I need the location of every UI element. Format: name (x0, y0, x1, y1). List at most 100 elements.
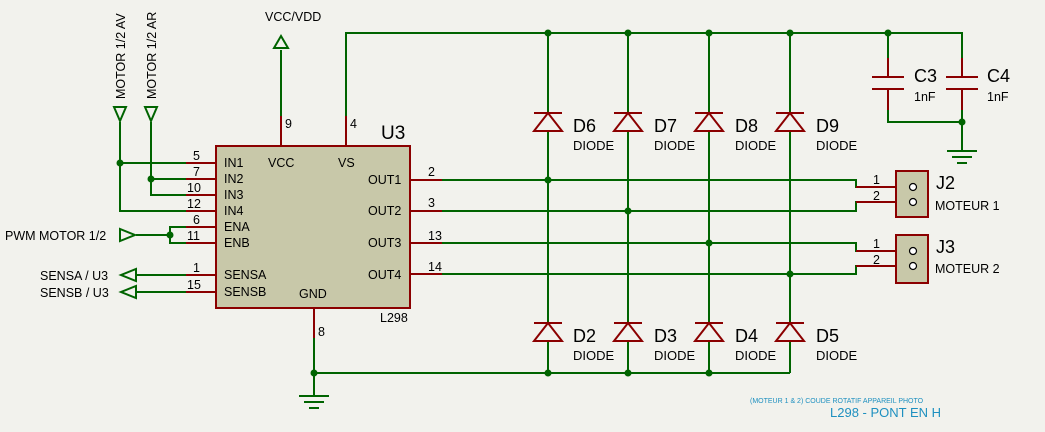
connector-label: MOTEUR 2 (935, 262, 1000, 276)
wire-out3 (442, 242, 878, 252)
diode-d8[interactable]: D8 DIODE (692, 111, 777, 153)
wire-out1 (442, 179, 878, 188)
gnd-symbol-main (299, 395, 329, 409)
pin-name-in3: IN3 (224, 188, 244, 202)
capacitor-c3[interactable]: C3 1nF (872, 58, 937, 110)
terminal-motor-ar-label: MOTOR 1/2 AR (145, 12, 159, 99)
diode-d5[interactable]: D5 DIODE (773, 321, 858, 363)
pin-name-ena: ENA (224, 220, 250, 234)
pin-num: 9 (285, 117, 292, 131)
terminal-sensb[interactable]: SENSB / U3 (40, 284, 137, 300)
diode-d6[interactable]: D6 DIODE (531, 111, 615, 153)
wire-out2 (442, 201, 878, 212)
terminal-pwm-label: PWM MOTOR 1/2 (5, 229, 106, 243)
diode-ref: D6 (573, 116, 596, 136)
capacitor-value: 1nF (914, 90, 936, 104)
terminal-pwm[interactable]: PWM MOTOR 1/2 (5, 227, 138, 243)
diode-icon (773, 111, 807, 132)
wire-vs-rail (345, 32, 963, 116)
pin-num: 12 (187, 197, 201, 211)
terminal-sensa[interactable]: SENSA / U3 (40, 267, 137, 283)
pin-name-vs: VS (338, 156, 355, 170)
pin-num: 5 (193, 149, 200, 163)
diode-d2[interactable]: D2 DIODE (531, 321, 615, 363)
diode-ref: D3 (654, 326, 677, 346)
pin-name-out2: OUT2 (368, 204, 401, 218)
connector-ref: J2 (936, 173, 955, 193)
pin-num: 8 (318, 325, 325, 339)
pin-num: 3 (428, 196, 435, 210)
diode-ref: D4 (735, 326, 758, 346)
pin-num: 4 (350, 117, 357, 131)
junction (166, 231, 174, 239)
junction (786, 29, 794, 37)
junction (705, 239, 713, 247)
diode-d4[interactable]: D4 DIODE (692, 321, 777, 363)
junction (544, 176, 552, 184)
gnd-symbol-caps (947, 150, 977, 164)
ic-body (215, 145, 411, 309)
diode-icon (531, 321, 565, 342)
terminal-motor-ar[interactable]: MOTOR 1/2 AR (143, 12, 159, 124)
vcc-power-symbol[interactable]: VCC/VDD (265, 10, 321, 49)
diode-icon (611, 321, 645, 342)
capacitor-c4[interactable]: C4 1nF (946, 58, 1010, 110)
diode-d3[interactable]: D3 DIODE (611, 321, 696, 363)
terminal-sensb-label: SENSB / U3 (40, 286, 109, 300)
pin-num: 7 (193, 165, 200, 179)
pin-num: 14 (428, 260, 442, 274)
diode-icon (531, 111, 565, 132)
junction (884, 29, 892, 37)
pin-num: 11 (187, 229, 200, 243)
ic-pins (186, 116, 442, 338)
connector-ref: J3 (936, 237, 955, 257)
junction (147, 175, 155, 183)
pin-num: 10 (187, 181, 201, 195)
pin-num: 6 (193, 213, 200, 227)
terminal-motor-av[interactable]: MOTOR 1/2 AV (112, 13, 128, 124)
footer-title: L298 - PONT EN H (830, 405, 941, 420)
pin-name-sensa: SENSA (224, 268, 267, 282)
connector-pin-icon (908, 246, 918, 256)
capacitor-ref: C4 (987, 66, 1010, 86)
diode-icon (611, 111, 645, 132)
connector-j2[interactable]: 1 2 J2 MOTEUR 1 (856, 170, 1000, 218)
pin-name-in4: IN4 (224, 204, 244, 218)
diode-d9[interactable]: D9 DIODE (773, 111, 858, 153)
pin-name-gnd: GND (299, 287, 327, 301)
connector-pin-num: 2 (873, 189, 880, 203)
connector-pin-icon (908, 182, 918, 192)
footer-subtitle: (MOTEUR 1 & 2) COUDE ROTATIF APPAREIL PH… (750, 398, 924, 405)
connector-pin-num: 2 (873, 253, 880, 267)
connector-pin-num: 1 (873, 173, 880, 187)
pin-name-vcc: VCC (268, 156, 294, 170)
junction (705, 29, 713, 37)
input-arrow-icon (119, 227, 138, 243)
diode-value: DIODE (816, 348, 858, 363)
diode-icon (692, 321, 726, 342)
input-arrow-icon (112, 106, 128, 124)
pin-name-out1: OUT1 (368, 173, 401, 187)
junction (544, 369, 552, 377)
capacitor-value: 1nF (987, 90, 1009, 104)
junction (116, 159, 124, 167)
diode-ref: D9 (816, 116, 839, 136)
ic-ref: U3 (381, 123, 405, 144)
pin-name-enb: ENB (224, 236, 250, 250)
pin-name-in1: IN1 (224, 156, 244, 170)
junction (624, 29, 632, 37)
diode-d7[interactable]: D7 DIODE (611, 111, 696, 153)
pin-name-out4: OUT4 (368, 268, 401, 282)
ic-u3[interactable]: U3 L298 IN1 IN2 IN3 IN4 ENA ENB SENSA SE… (186, 116, 442, 339)
junction (624, 369, 632, 377)
connector-j3[interactable]: 1 2 J3 MOTEUR 2 (856, 234, 1000, 284)
wire-pwm (136, 226, 186, 236)
pin-name-in2: IN2 (224, 172, 244, 186)
diode-value: DIODE (654, 348, 696, 363)
pin-name-sensb: SENSB (224, 285, 266, 299)
wire-motor-ar (150, 122, 186, 196)
connector-label: MOTEUR 1 (935, 199, 1000, 213)
terminal-motor-av-label: MOTOR 1/2 AV (114, 13, 128, 99)
vcc-label: VCC/VDD (265, 10, 321, 24)
